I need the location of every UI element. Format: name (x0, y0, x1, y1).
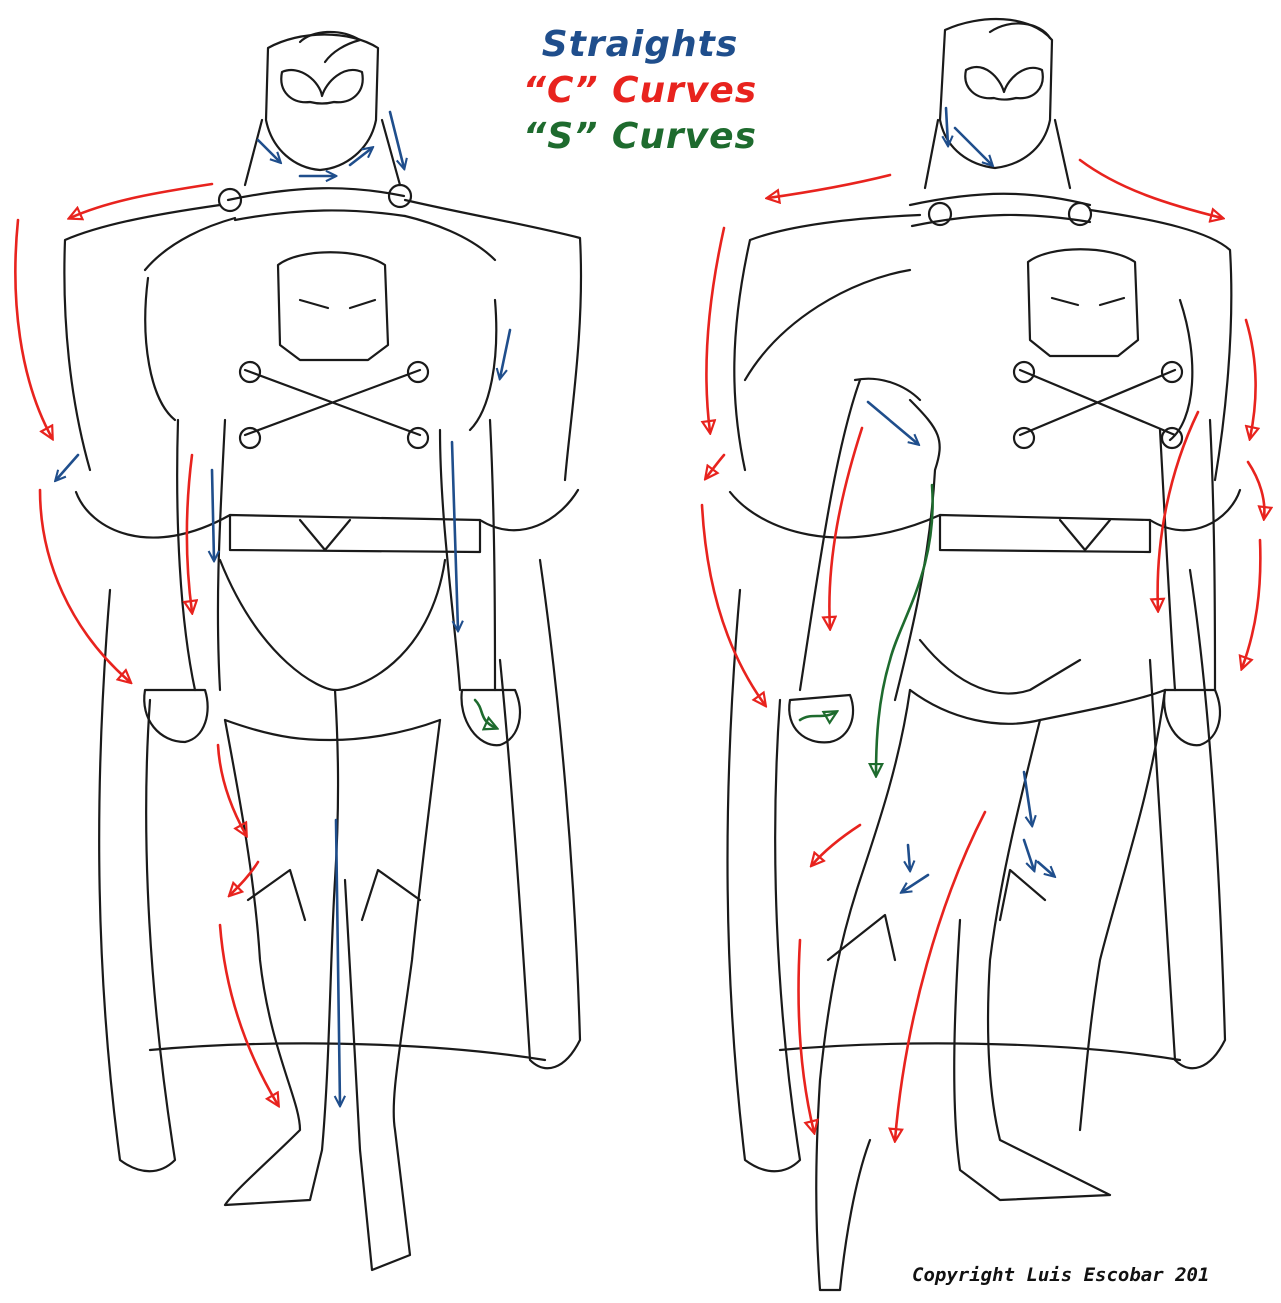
left-fist-right (461, 690, 520, 745)
left-legs (225, 690, 338, 1205)
right-cape (728, 590, 801, 1171)
left-head (266, 35, 378, 171)
legend-s-curves: “S” Curves (490, 114, 790, 160)
left-fist-left (144, 690, 207, 742)
legend-straights: Straights (490, 22, 790, 68)
right-torso (734, 210, 1231, 480)
right-fist-right (1164, 690, 1220, 745)
right-figure (728, 19, 1241, 1290)
right-fist-left (789, 695, 853, 742)
left-torso (64, 200, 581, 480)
legend-c-curves: “C” Curves (490, 68, 790, 114)
left-skull (278, 252, 388, 360)
copyright-text: Copyright Luis Escobar 201 (912, 1264, 1209, 1286)
left-s-curve-arrows (475, 700, 496, 728)
line-type-legend: Straights “C” Curves “S” Curves (490, 22, 790, 160)
right-legs (816, 690, 910, 1290)
right-skull (1028, 249, 1138, 356)
left-c-curve-arrows (15, 184, 278, 1105)
left-cape (99, 590, 175, 1171)
left-figure (64, 32, 581, 1270)
right-c-curve-arrows (702, 160, 1264, 1140)
